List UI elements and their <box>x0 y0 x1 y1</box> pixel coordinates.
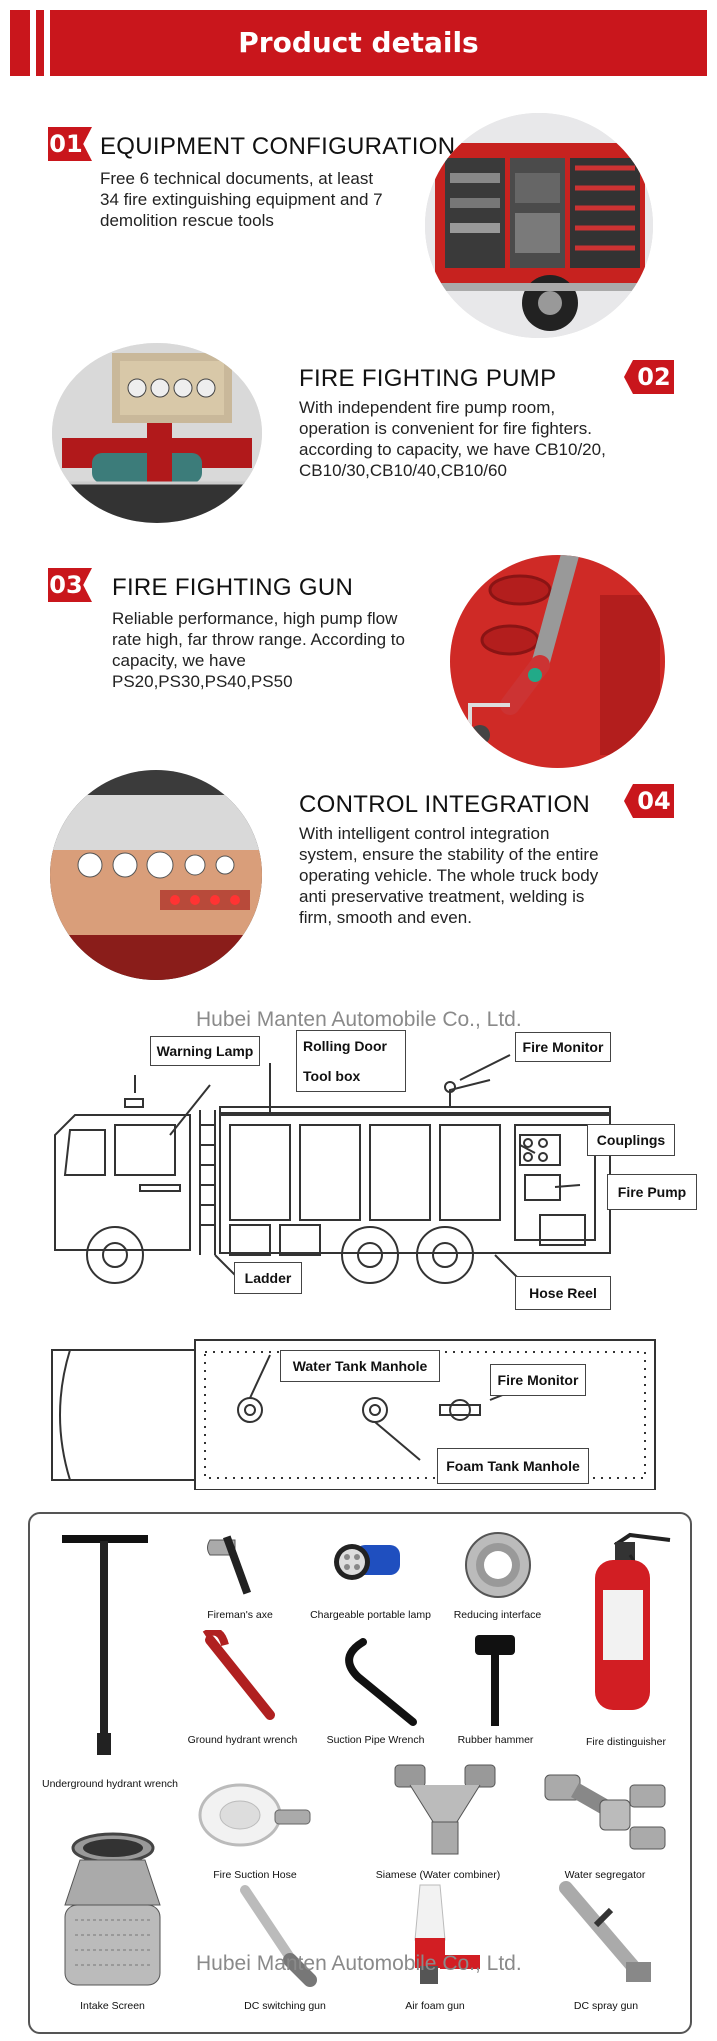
tool-label: Water segregator <box>564 1869 646 1881</box>
section-body: With independent fire pump room, operati… <box>299 398 606 480</box>
pump-photo <box>52 343 262 523</box>
hydrant-wrench-icon <box>202 1630 275 1720</box>
equipment-photo <box>425 113 653 338</box>
tool-label: Air foam gun <box>405 2000 465 2012</box>
tool-label: Fire Suction Hose <box>213 1869 297 1881</box>
section-number-badge: 03 <box>48 568 92 602</box>
section-body: Free 6 technical documents, at least 34 … <box>100 169 383 230</box>
truck-side-diagram <box>54 1054 611 1284</box>
tool-label: DC spray gun <box>573 2000 639 2012</box>
tool-label: Reducing interface <box>453 1609 542 1621</box>
label-couplings: Couplings <box>587 1124 675 1156</box>
hook-wrench-icon <box>345 1638 417 1726</box>
tool-label: Underground hydrant wrench <box>42 1778 178 1790</box>
t-wrench-icon <box>62 1535 148 1755</box>
switching-gun-icon <box>240 1885 317 1987</box>
tools-frame <box>28 1512 692 2034</box>
tool-label: Ground hydrant wrench <box>187 1734 298 1746</box>
tool-label: DC switching gun <box>244 2000 326 2012</box>
section-title: EQUIPMENT CONFIGURATION <box>100 133 456 160</box>
section-number-badge: 01 <box>48 127 92 161</box>
label-ladder: Ladder <box>234 1262 302 1294</box>
foam-gun-icon <box>414 1884 480 1984</box>
label-warning-lamp: Warning Lamp <box>150 1036 260 1066</box>
control-panel-photo <box>50 770 262 980</box>
lamp-icon <box>334 1544 400 1580</box>
tool-label: Suction Pipe Wrench <box>326 1734 425 1746</box>
hammer-icon <box>475 1635 515 1726</box>
extinguisher-icon <box>595 1532 671 1710</box>
label-hose-reel: Hose Reel <box>515 1276 611 1310</box>
label-foam-tank-manhole: Foam Tank Manhole <box>437 1448 589 1484</box>
banner-stripe <box>44 10 50 76</box>
intake-screen-icon <box>64 1832 161 1986</box>
spray-gun-icon <box>559 1881 651 1982</box>
banner-stripe <box>30 10 36 76</box>
hose-icon <box>198 1783 311 1847</box>
section-title: FIRE FIGHTING PUMP <box>299 365 557 392</box>
fire-gun-photo <box>450 555 665 768</box>
label-fire-monitor: Fire Monitor <box>490 1364 586 1396</box>
tool-label: Fireman's axe <box>207 1609 273 1621</box>
watermark: Hubei Manten Automobile Co., Ltd. <box>196 1952 522 1975</box>
label-rolling-door-toolbox: Rolling Door Tool box <box>296 1030 406 1092</box>
axe-icon <box>207 1535 252 1595</box>
tool-label: Fire distinguisher <box>586 1736 666 1748</box>
header-banner: Product details <box>10 10 707 76</box>
section-body: With intelligent control integration sys… <box>299 824 599 927</box>
label-fire-pump: Fire Pump <box>607 1174 697 1210</box>
siamese-icon <box>394 1764 496 1855</box>
section-number-badge: 02 <box>624 360 674 394</box>
tool-label: Rubber hammer <box>457 1734 534 1746</box>
tool-label: Siamese (Water combiner) <box>375 1869 501 1881</box>
tool-label: Chargeable portable lamp <box>310 1609 431 1621</box>
section-body: Reliable performance, high pump flow rat… <box>112 609 405 691</box>
section-number-badge: 04 <box>624 784 674 818</box>
label-water-tank-manhole: Water Tank Manhole <box>280 1350 440 1382</box>
section-title: FIRE FIGHTING GUN <box>112 574 354 601</box>
label-fire-monitor: Fire Monitor <box>515 1032 611 1062</box>
segregator-icon <box>544 1774 666 1850</box>
page-title: Product details <box>238 26 479 59</box>
reducer-icon <box>465 1532 531 1598</box>
tool-label: Intake Screen <box>80 2000 145 2012</box>
section-title: CONTROL INTEGRATION <box>299 791 591 818</box>
watermark: Hubei Manten Automobile Co., Ltd. <box>196 1008 522 1031</box>
truck-top-diagram <box>51 1339 656 1490</box>
